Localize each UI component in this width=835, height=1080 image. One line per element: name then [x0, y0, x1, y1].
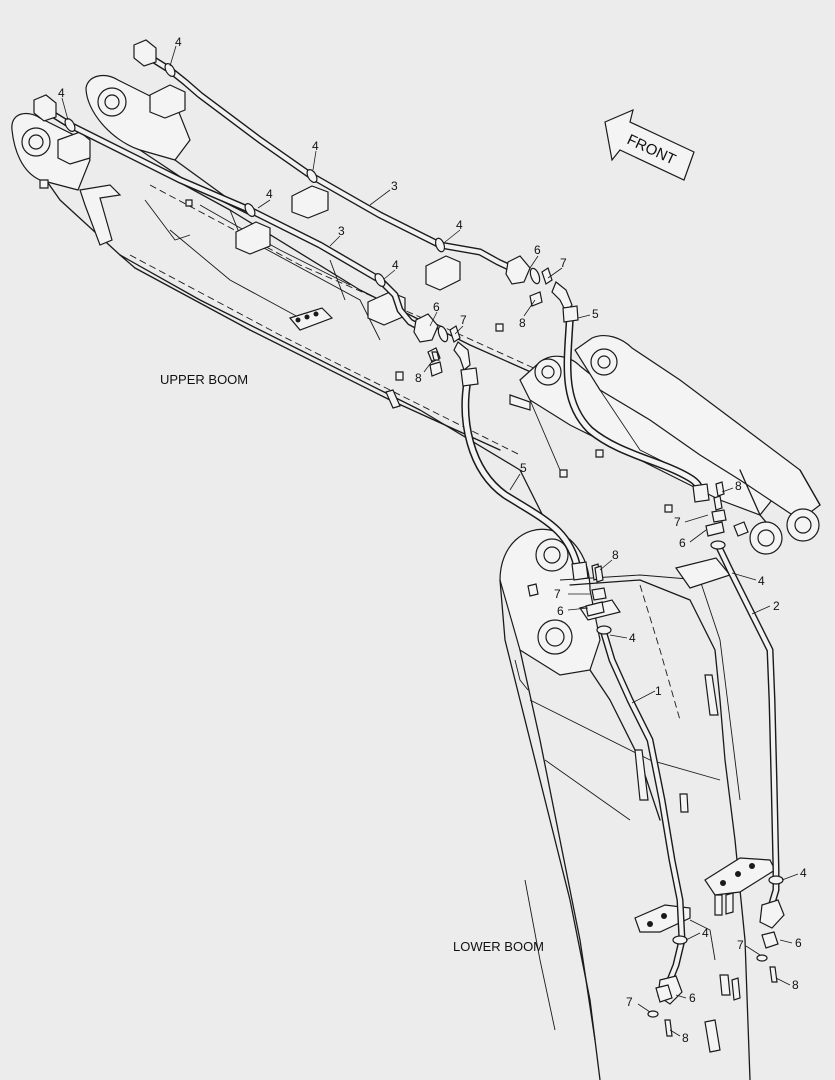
callout-c1: 4	[175, 35, 182, 49]
pipe-clamp-bracket-right	[704, 857, 776, 896]
callout-c23: 6	[679, 536, 686, 550]
pipe-collars	[64, 63, 446, 287]
leader-lines	[61, 45, 799, 1037]
callout-c29: 6	[795, 936, 802, 950]
oring-7-lower-left	[647, 1010, 659, 1018]
pipe-2	[710, 540, 785, 949]
callout-c34: 8	[682, 1031, 689, 1045]
callout-c11: 8	[519, 316, 526, 330]
callout-c24: 4	[758, 574, 765, 588]
lower-boom	[499, 528, 776, 1080]
callout-numbers: 4 4 4 4 3 3 4 4 6 7 8 5 6 7 8 5 8 7 6 4 …	[58, 35, 807, 1045]
lower-boom-label: LOWER BOOM	[453, 939, 544, 954]
callout-c31: 8	[792, 978, 799, 992]
callout-c21: 8	[735, 479, 742, 493]
callout-c9: 6	[534, 243, 541, 257]
callout-c4: 4	[266, 187, 273, 201]
oring-7-lower-right	[756, 954, 768, 962]
bolt-8-lower-left	[664, 1019, 673, 1037]
callout-c6: 3	[338, 224, 345, 238]
callout-c12: 5	[592, 307, 599, 321]
hose-5-right	[562, 305, 710, 503]
pipe-3-upper	[142, 51, 519, 274]
pipe-clamps-upper	[39, 84, 749, 621]
callout-c2: 4	[58, 86, 65, 100]
callout-c25: 2	[773, 599, 780, 613]
callout-c17: 8	[612, 548, 619, 562]
callout-c26: 1	[655, 684, 662, 698]
clamp-plate	[288, 307, 334, 331]
bolt-8-lower-right	[769, 966, 778, 983]
callout-c3: 4	[312, 139, 319, 153]
callout-c13: 6	[433, 300, 440, 314]
callout-c20: 4	[629, 631, 636, 645]
callout-c10: 7	[560, 256, 567, 270]
callout-c22: 7	[674, 515, 681, 529]
callout-c18: 7	[554, 587, 561, 601]
callout-c15: 8	[415, 371, 422, 385]
upper-boom-clevis-right	[574, 335, 821, 521]
upper-boom-label: UPPER BOOM	[160, 372, 248, 387]
pipe-end-nut-left	[33, 94, 57, 122]
callout-c27: 4	[800, 866, 807, 880]
callout-c33: 7	[626, 995, 633, 1009]
front-arrow: FRONT	[604, 108, 695, 181]
callout-c8: 4	[392, 258, 399, 272]
callout-c32: 6	[689, 991, 696, 1005]
pipe-1	[596, 625, 688, 1005]
flange-set-mid-right	[705, 495, 727, 537]
pipe-3-lower	[42, 106, 429, 334]
callout-c5: 3	[391, 179, 398, 193]
upper-boom	[11, 74, 821, 555]
callout-c14: 7	[460, 313, 467, 327]
hose-5-left	[460, 367, 589, 581]
callout-c28: 4	[702, 926, 709, 940]
callout-c30: 7	[737, 938, 744, 952]
callout-c19: 6	[557, 604, 564, 618]
callout-c16: 5	[520, 461, 527, 475]
callout-c7: 4	[456, 218, 463, 232]
pipe-end-nut-top	[133, 39, 157, 67]
